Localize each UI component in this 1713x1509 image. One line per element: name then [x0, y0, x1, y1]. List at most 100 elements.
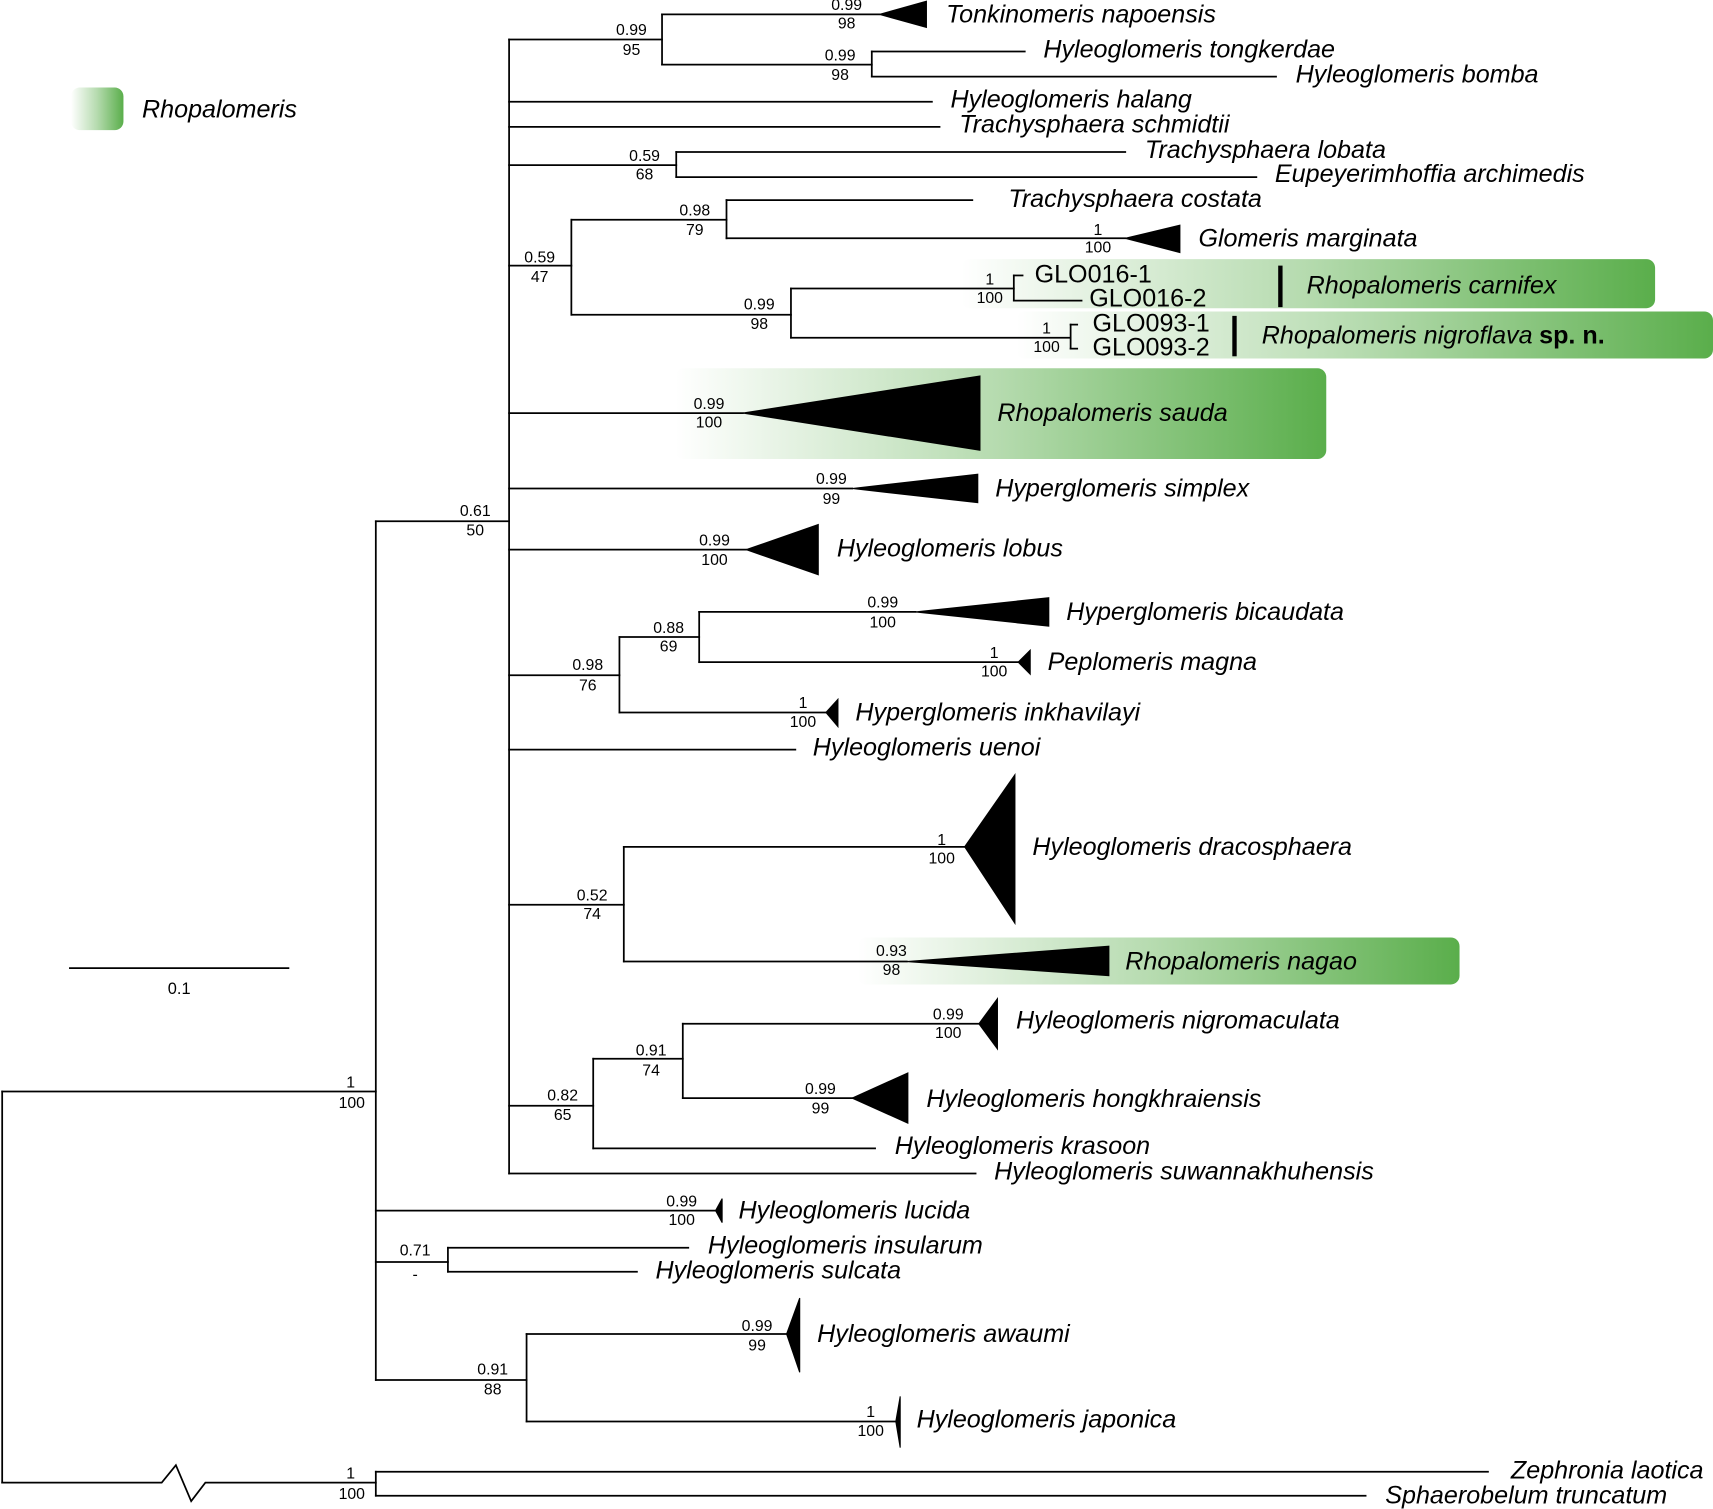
taxon-labels: Tonkinomeris napoensis Hyleoglomeris ton… — [655, 0, 1703, 1509]
collapsed-clade-hyleoglomeris-dracosphaera — [963, 772, 1016, 926]
highlight-box-carnifex — [961, 259, 1656, 309]
bootstrap-label: 100 — [929, 850, 956, 867]
posterior-probability-label: 1 — [1042, 320, 1051, 337]
bootstrap-label: 47 — [531, 269, 549, 286]
bootstrap-label: 99 — [812, 1101, 830, 1118]
taxon-label: Hyleoglomeris lucida — [739, 1197, 971, 1225]
taxon-label: Hyleoglomeris insularum — [708, 1232, 983, 1260]
collapsed-clade-rhopalomeris-sauda — [742, 375, 981, 451]
bootstrap-label: 100 — [339, 1486, 366, 1503]
taxon-label: Hyleoglomeris sulcata — [655, 1257, 901, 1285]
posterior-probability-label: 0.99 — [816, 471, 847, 488]
taxon-label: Trachysphaera lobata — [1145, 136, 1386, 164]
highlight-box-nigroflava — [1016, 311, 1713, 359]
taxon-label: Zephronia laotica — [1510, 1457, 1704, 1485]
legend-label: Rhopalomeris — [142, 95, 297, 123]
bootstrap-label: 100 — [1033, 339, 1060, 356]
posterior-probability-label: 0.91 — [636, 1043, 667, 1060]
posterior-probability-label: 1 — [346, 1465, 355, 1482]
clade-label-carnifex: Rhopalomeris carnifex — [1307, 271, 1558, 299]
taxon-label: Rhopalomeris sauda — [997, 399, 1227, 427]
bootstrap-label: 99 — [823, 491, 841, 508]
collapsed-clade-hyleoglomeris-japonica — [895, 1396, 901, 1448]
bootstrap-label: 100 — [790, 714, 817, 731]
posterior-probability-label: 0.99 — [699, 532, 730, 549]
taxon-label: Rhopalomeris nagao — [1125, 948, 1357, 976]
highlight-boxes — [71, 87, 1713, 985]
taxon-label: Hyleoglomeris awaumi — [817, 1320, 1071, 1348]
bootstrap-label: 100 — [1085, 240, 1112, 257]
collapsed-clade-peplomeris-magna — [1017, 648, 1031, 676]
bootstrap-label: 69 — [660, 638, 678, 655]
highlight-box-sauda — [675, 368, 1327, 459]
specimen-label: GLO016-2 — [1089, 284, 1206, 312]
collapsed-clade-hyleoglomeris-hongkhraiensis — [850, 1072, 909, 1125]
bootstrap-label: 100 — [870, 614, 897, 631]
posterior-probability-label: 1 — [985, 271, 994, 288]
collapsed-clade-hyperglomeris-inkhavilayi — [825, 697, 839, 729]
posterior-probability-label: 0.59 — [629, 148, 660, 165]
posterior-probability-label: 0.52 — [577, 887, 608, 904]
branches — [1, 13, 1489, 1497]
posterior-probability-label: 0.88 — [653, 620, 684, 637]
bootstrap-label: 100 — [857, 1423, 884, 1440]
new-species-note: sp. n. — [1539, 322, 1605, 350]
posterior-probability-label: 1 — [346, 1074, 355, 1091]
highlight-box-nagao — [857, 937, 1460, 985]
bootstrap-label: 50 — [466, 523, 484, 540]
bootstrap-label: 65 — [554, 1107, 572, 1124]
collapsed-clade-hyleoglomeris-nigromaculata — [978, 997, 998, 1051]
taxon-label: Hyperglomeris bicaudata — [1066, 598, 1344, 626]
bootstrap-label: 98 — [883, 962, 901, 979]
posterior-probability-label: 0.99 — [694, 396, 725, 413]
taxon-label: Eupeyerimhoffia archimedis — [1275, 160, 1585, 188]
clade-bar-carnifex — [1278, 265, 1283, 308]
collapsed-clade-hyleoglomeris-lobus — [744, 523, 819, 576]
species-name: Rhopalomeris nigroflava — [1262, 322, 1533, 350]
bootstrap-label: 98 — [838, 16, 856, 33]
bootstrap-label: 100 — [696, 414, 723, 431]
taxon-label: Hyleoglomeris halang — [950, 86, 1191, 114]
posterior-probability-label: 0.91 — [477, 1362, 508, 1379]
taxon-label: Trachysphaera costata — [1008, 185, 1262, 213]
bootstrap-label: 88 — [484, 1381, 502, 1398]
posterior-probability-label: 0.59 — [524, 249, 555, 266]
taxon-label: Hyleoglomeris japonica — [917, 1405, 1177, 1433]
taxon-label: Peplomeris magna — [1048, 648, 1257, 676]
taxon-label: Hyleoglomeris krasoon — [895, 1132, 1150, 1160]
bootstrap-label: 95 — [623, 42, 641, 59]
collapsed-clade-hyperglomeris-bicaudata — [915, 597, 1050, 627]
bootstrap-label: - — [412, 1267, 417, 1284]
taxon-label: Hyleoglomeris uenoi — [813, 733, 1042, 761]
clade-bar-nigroflava — [1232, 315, 1237, 357]
specimen-labels: GLO016-1 GLO016-2 GLO093-1 GLO093-2 — [1035, 260, 1210, 361]
specimen-label: GLO093-2 — [1092, 334, 1209, 362]
specimen-label: GLO093-1 — [1092, 310, 1209, 338]
specimen-label: GLO016-1 — [1035, 260, 1152, 288]
taxon-label: Hyleoglomeris lobus — [837, 535, 1064, 563]
collapsed-clade-glomeris-marginata — [1125, 224, 1181, 254]
bootstrap-label: 74 — [583, 906, 601, 923]
bootstrap-label: 98 — [750, 316, 768, 333]
posterior-probability-label: 0.71 — [400, 1243, 431, 1260]
collapsed-clade-tonkinomeris-napoensis — [877, 0, 927, 29]
scale-bar-label: 0.1 — [168, 980, 191, 998]
taxon-label: Hyleoglomeris tongkerdae — [1043, 35, 1335, 63]
posterior-probability-label: 0.98 — [572, 657, 603, 674]
posterior-probability-label: 1 — [990, 645, 999, 662]
posterior-probability-label: 0.99 — [666, 1193, 697, 1210]
collapsed-clade-hyleoglomeris-awaumi — [786, 1297, 801, 1373]
bootstrap-label: 79 — [686, 222, 704, 239]
posterior-probability-label: 0.99 — [744, 296, 775, 313]
collapsed-clade-hyleoglomeris-lucida — [714, 1198, 723, 1223]
taxon-label: Hyleoglomeris bomba — [1296, 60, 1539, 88]
posterior-probability-label: 0.99 — [933, 1007, 964, 1024]
bootstrap-label: 74 — [642, 1062, 660, 1079]
posterior-probability-label: 1 — [937, 832, 946, 849]
taxon-label: Hyleoglomeris dracosphaera — [1032, 833, 1352, 861]
bootstrap-label: 100 — [977, 290, 1004, 307]
taxon-label: Trachysphaera schmidtii — [959, 111, 1231, 139]
posterior-probability-label: 0.93 — [876, 943, 907, 960]
taxon-label: Hyperglomeris inkhavilayi — [855, 698, 1141, 726]
